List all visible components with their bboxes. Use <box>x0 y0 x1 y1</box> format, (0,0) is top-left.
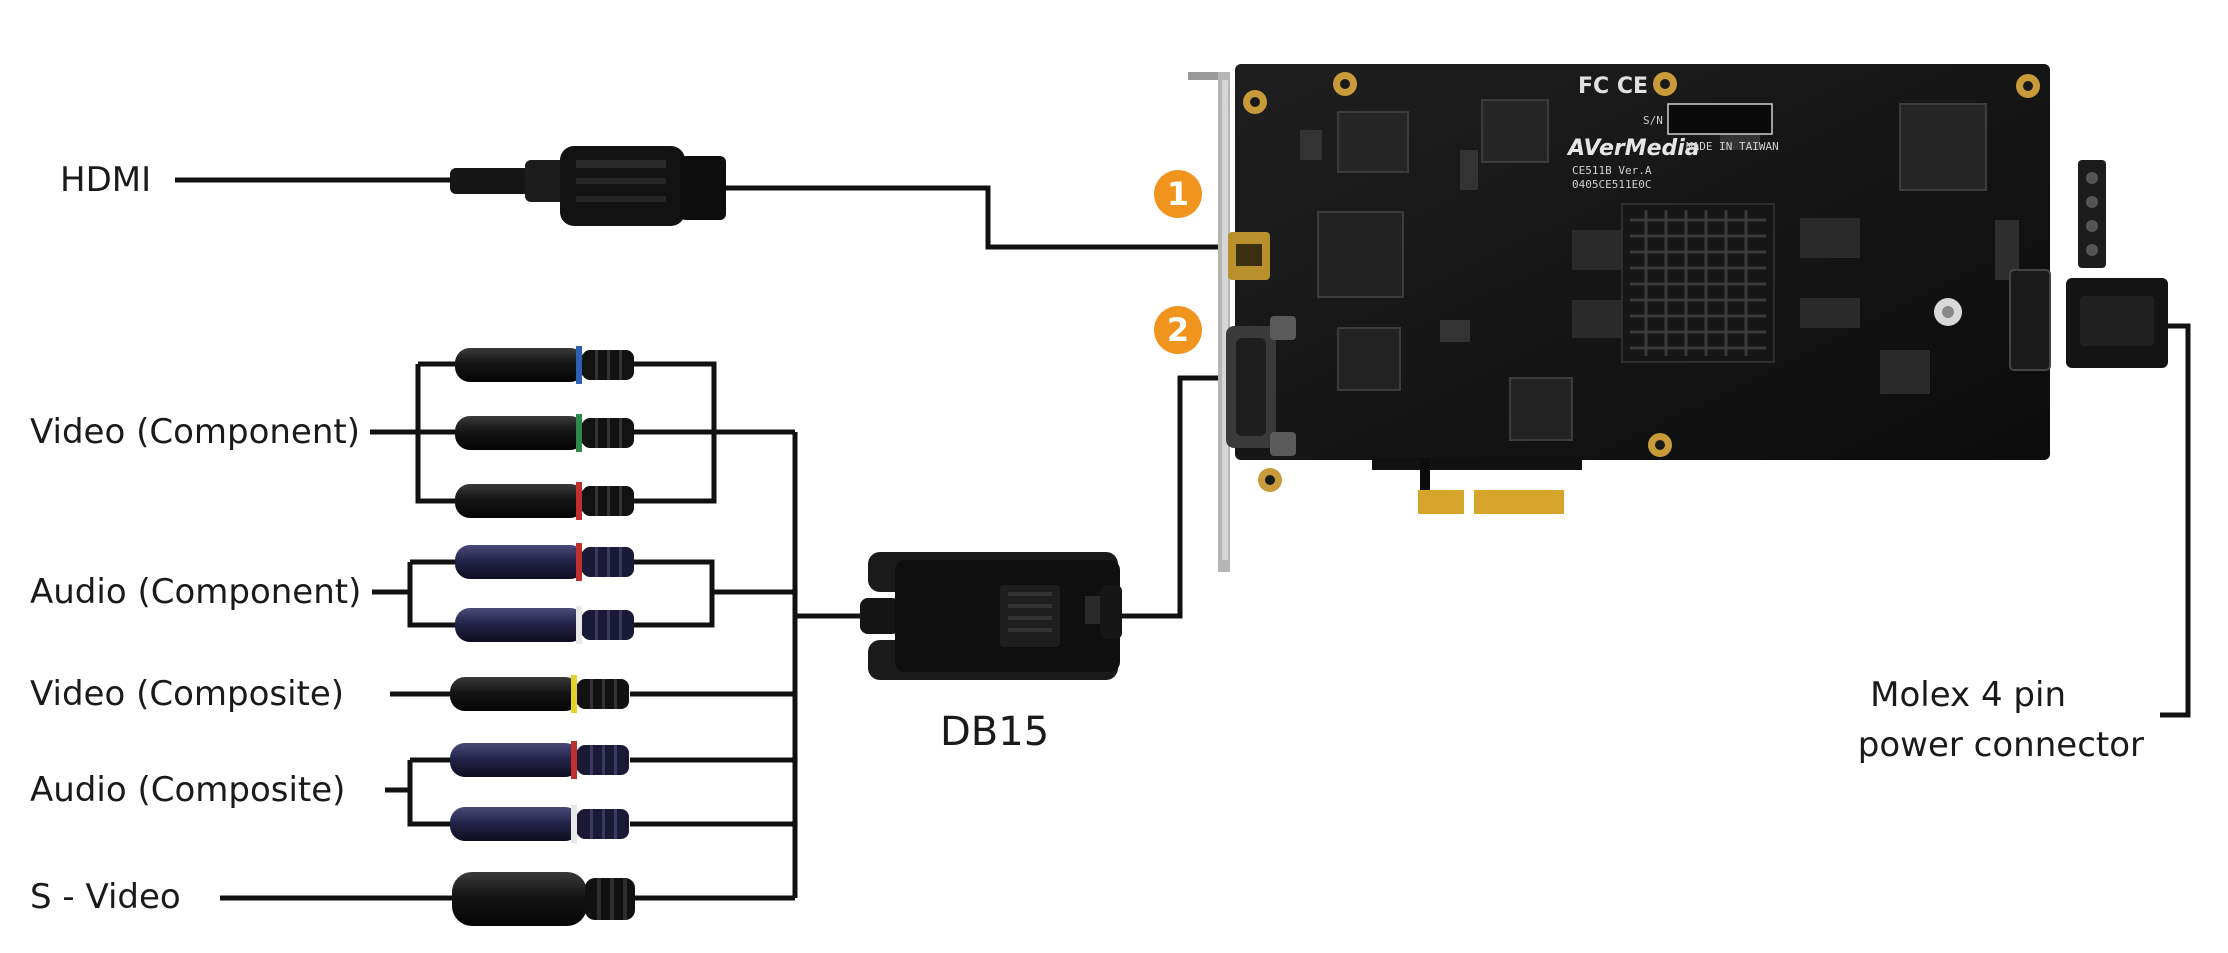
board-serial-label: S/N <box>1643 114 1663 127</box>
rca-audio-component-white <box>455 606 634 644</box>
label-molex-line-2: power connector <box>1857 725 2144 765</box>
label-video-component: Video (Component) <box>30 412 360 452</box>
label-audio-composite: Audio (Composite) <box>30 770 346 810</box>
rca-video-component-green <box>455 414 634 452</box>
label-s-video: S - Video <box>30 877 181 917</box>
label-audio-component: Audio (Component) <box>30 572 362 612</box>
rca-video-component-blue <box>455 346 634 384</box>
board-made-in: MADE IN TAIWAN <box>1686 140 1779 153</box>
label-video-composite: Video (Composite) <box>30 674 345 714</box>
board-brand: AVerMedia <box>1568 136 1700 161</box>
board-model: CE511B Ver.A <box>1572 164 1652 177</box>
molex-wire <box>2160 323 2191 718</box>
db15-connector-icon <box>860 552 1122 680</box>
rca-audio-composite-white <box>450 805 629 843</box>
board-cert-marks: FC CE <box>1578 74 1649 99</box>
hdmi-plug-icon <box>450 146 726 226</box>
board-part-number: 0405CE511E0C <box>1572 178 1652 191</box>
rca-video-component-red <box>455 482 634 520</box>
rca-audio-composite-red <box>450 741 629 779</box>
rca-plugs <box>450 346 635 926</box>
marker-1: 1 <box>1154 170 1202 218</box>
breakout-wires <box>220 361 1222 901</box>
s-video-plug-icon <box>452 872 635 926</box>
hdmi-wire <box>175 177 1225 250</box>
rca-video-composite-yellow <box>450 675 629 713</box>
label-molex-line-1: Molex 4 pin <box>1870 675 2066 715</box>
label-hdmi: HDMI <box>60 160 152 200</box>
capture-card-image <box>1188 64 2051 572</box>
label-db15: DB15 <box>940 709 1050 755</box>
molex-connector-icon <box>2066 160 2168 368</box>
marker-2: 2 <box>1154 306 1202 354</box>
rca-audio-component-red <box>455 543 634 581</box>
